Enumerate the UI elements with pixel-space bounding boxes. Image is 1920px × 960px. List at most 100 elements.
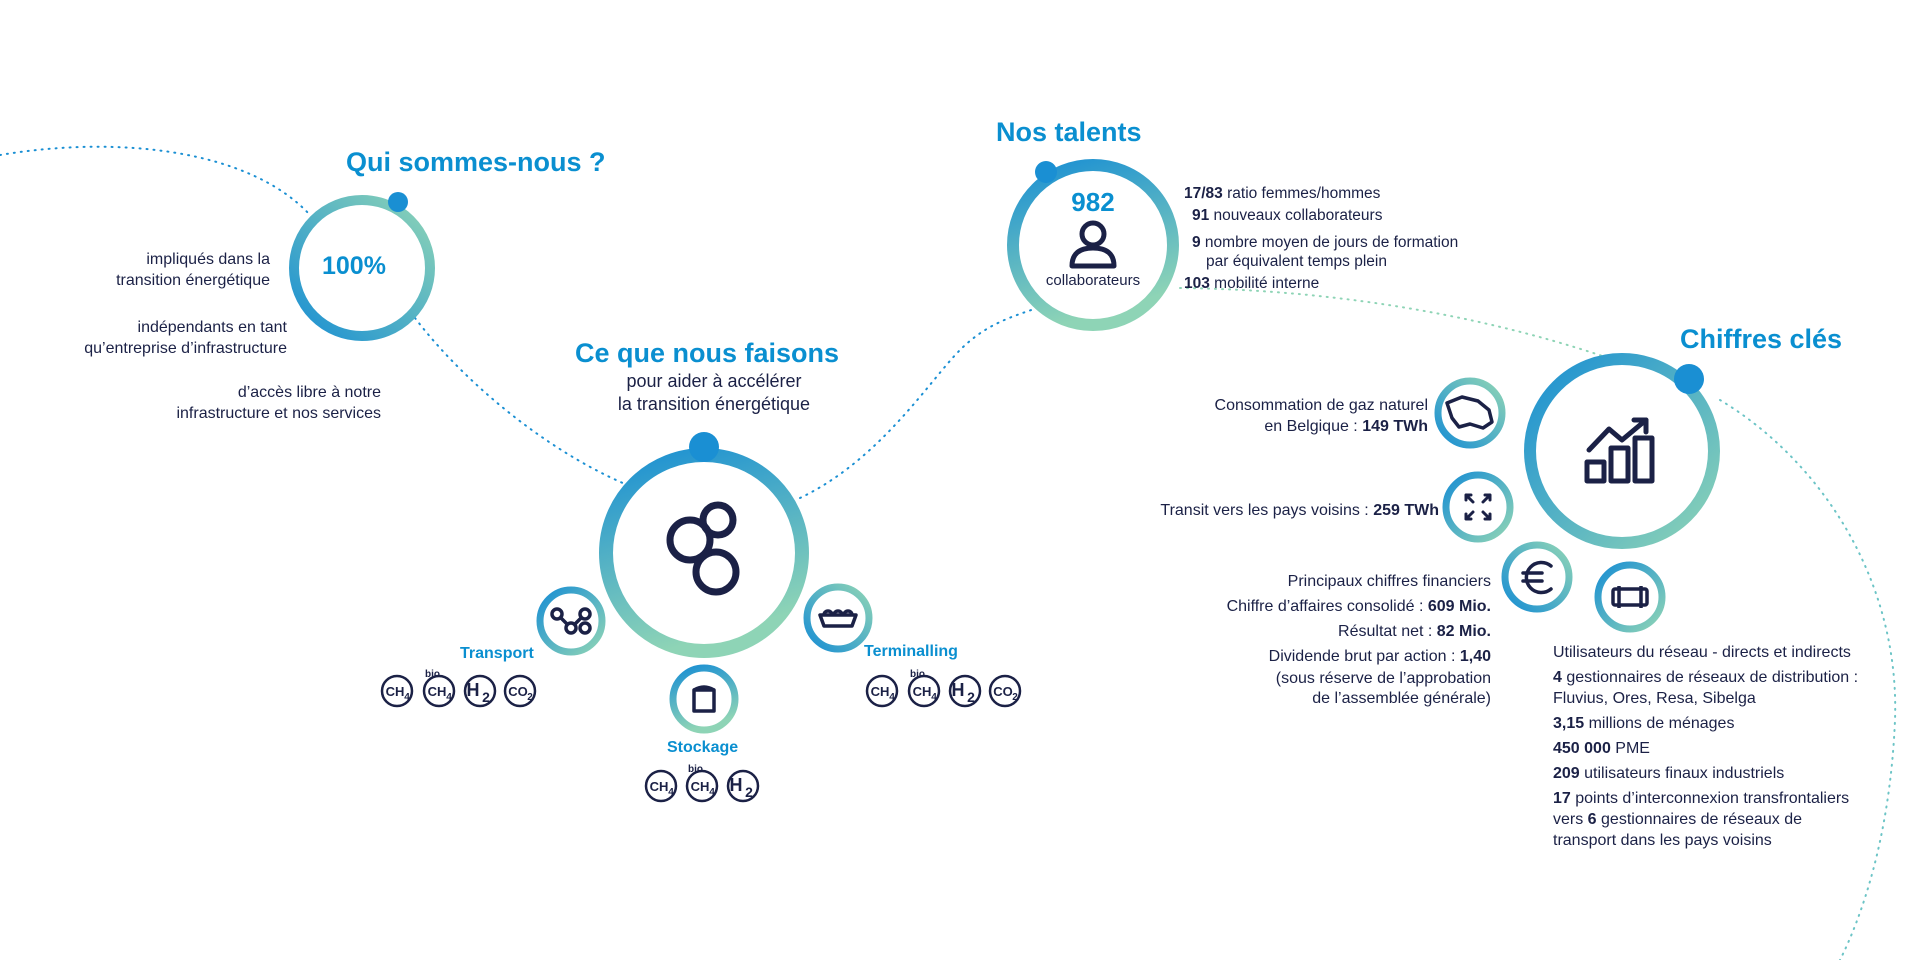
what-ring	[599, 432, 809, 658]
consumption-ring	[1434, 377, 1506, 449]
financial-ring	[1501, 541, 1573, 613]
key-figures-ring	[1524, 353, 1720, 549]
molecule-icon	[666, 501, 740, 596]
who-ring	[289, 192, 435, 341]
talents-stat-training-2: par équivalent temps plein	[1206, 253, 1387, 270]
financial-revenue: Chiffre d’affaires consolidé : 609 Mio.	[1226, 598, 1491, 615]
who-item-2: indépendants en tant qu’entreprise d’inf…	[84, 317, 287, 359]
network-interconnection: 17 points d’interconnexion transfrontali…	[1553, 790, 1850, 807]
chem-symbol: H	[952, 680, 965, 700]
who-item-3-line2: infrastructure et nos services	[176, 405, 381, 422]
ship-icon	[818, 609, 858, 628]
talents-ring	[1007, 159, 1179, 331]
person-icon	[1069, 220, 1117, 269]
chem-subscript: 2	[482, 689, 490, 705]
network-tso-line3: transport dans les pays voisins	[1553, 832, 1772, 849]
chem-symbol: CH	[386, 684, 405, 699]
chem-subscript: 2	[745, 784, 753, 800]
who-item-2-line1: indépendants en tant	[137, 319, 287, 336]
chem-symbol: CH	[871, 684, 890, 699]
key-figures-title: Chiffres clés	[1680, 324, 1843, 354]
talents-count: 982	[1071, 187, 1115, 217]
pipe-icon	[1611, 586, 1649, 608]
transport-ring	[536, 586, 606, 656]
pipeline-nodes-icon	[550, 607, 592, 635]
storage-ring	[669, 664, 739, 734]
chem-subscript: 4	[709, 787, 715, 798]
growth-chart-icon	[1584, 417, 1655, 484]
chem-bio-label: bio	[425, 669, 440, 680]
chem-subscript: 4	[668, 787, 674, 798]
dotted-path	[414, 317, 641, 491]
chem-bio-label: bio	[910, 669, 925, 680]
financial-title: Principaux chiffres financiers	[1287, 573, 1491, 590]
transport-label: Transport	[460, 645, 534, 662]
what-subtitle-line2: la transition énergétique	[617, 394, 811, 414]
who-title: Qui sommes-nous ?	[346, 147, 606, 177]
dotted-path	[1179, 287, 1621, 363]
belgium-map-icon	[1445, 395, 1494, 430]
who-item-1-line1: impliqués dans la	[146, 251, 270, 268]
euro-icon	[1521, 560, 1553, 595]
chem-subscript: 4	[446, 692, 452, 703]
network-dso-list: Fluvius, Ores, Resa, Sibelga	[1553, 690, 1756, 707]
who-item-3: d’accès libre à notre infrastructure et …	[176, 382, 381, 424]
who-percent: 100%	[322, 252, 386, 280]
transit-text: Transit vers les pays voisins : 259 TWh	[1160, 502, 1439, 519]
terminalling-ring	[803, 583, 873, 653]
chem-bio-label: bio	[688, 764, 703, 775]
chem-symbol: CH	[913, 684, 932, 699]
chem-symbol: CH	[691, 779, 710, 794]
network-industrial: 209 utilisateurs finaux industriels	[1553, 765, 1785, 782]
dotted-path	[799, 304, 1046, 499]
who-item-1-line2: transition énergétique	[116, 272, 270, 289]
tank-icon	[692, 685, 716, 713]
what-subtitle-line1: pour aider à accélérer	[626, 371, 802, 391]
network-ring	[1594, 561, 1666, 633]
chem-subscript: 2	[527, 692, 533, 703]
financial-dividend: Dividende brut par action : 1,40	[1268, 648, 1491, 665]
chem-subscript: 2	[1012, 692, 1018, 703]
chem-subscript: 4	[404, 692, 410, 703]
talents-count-label: collaborateurs	[1045, 272, 1141, 289]
talents-stats: 17/83 ratio femmes/hommes 91 nouveaux co…	[1184, 183, 1458, 295]
financial-note-1: (sous réserve de l’approbation	[1275, 670, 1491, 687]
chem-symbol: H	[467, 680, 480, 700]
dotted-path	[0, 145, 311, 216]
expand-arrows-icon	[1464, 493, 1492, 521]
network-text: Utilisateurs du réseau - directs et indi…	[1553, 642, 1858, 851]
transit-ring	[1442, 471, 1514, 543]
talents-stat-training: 9 nombre moyen de jours de formation	[1192, 234, 1459, 251]
chem-subscript: 2	[967, 689, 975, 705]
financial-net: Résultat net : 82 Mio.	[1338, 623, 1491, 640]
who-item-2-line2: qu’entreprise d’infrastructure	[84, 340, 287, 357]
consumption-text: Consommation de gaz naturel en Belgique …	[1215, 395, 1428, 437]
who-item-3-line1: d’accès libre à notre	[237, 384, 381, 401]
consumption-line1: Consommation de gaz naturel	[1214, 397, 1428, 414]
chem-subscript: 4	[889, 692, 895, 703]
talents-stat-ratio: 17/83 ratio femmes/hommes	[1184, 185, 1381, 202]
chem-symbol: CO	[508, 684, 528, 699]
network-dso: 4 gestionnaires de réseaux de distributi…	[1553, 669, 1859, 686]
chem-symbol: CH	[428, 684, 447, 699]
chem-symbol: CH	[650, 779, 669, 794]
financial-text: Principaux chiffres financiers Chiffre d…	[1227, 569, 1491, 709]
consumption-line2: en Belgique : 149 TWh	[1264, 418, 1428, 435]
who-item-1: impliqués dans la transition énergétique	[116, 249, 270, 291]
network-households: 3,15 millions de ménages	[1553, 715, 1735, 732]
chem-subscript: 4	[931, 692, 937, 703]
network-sme: 450 000 PME	[1553, 740, 1650, 757]
network-tso: vers 6 gestionnaires de réseaux de	[1553, 811, 1803, 828]
financial-note-2: de l’assemblée générale)	[1312, 690, 1491, 707]
